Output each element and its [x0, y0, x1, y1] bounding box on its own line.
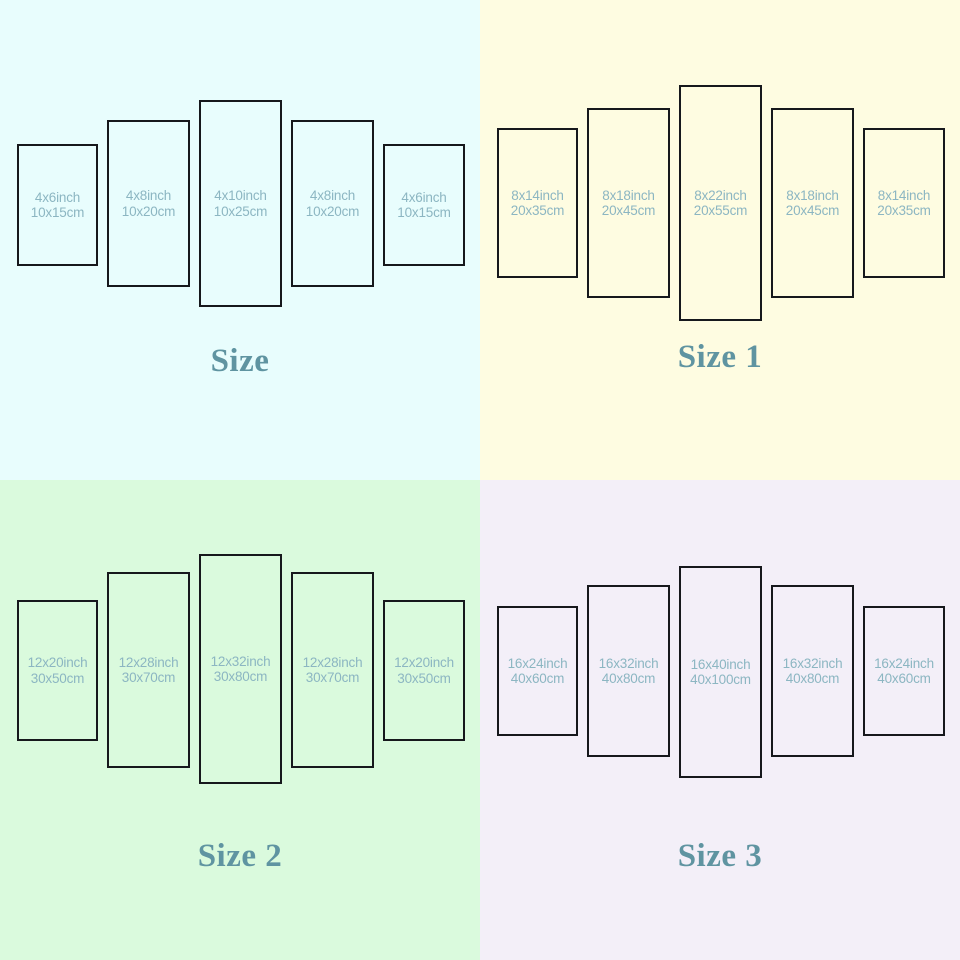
- panel-size-inch: 4x6inch: [401, 189, 447, 205]
- panel-size-inch: 8x14inch: [511, 187, 564, 203]
- panel-size-cm: 40x100cm: [690, 672, 751, 687]
- panel-size-cm: 30x50cm: [397, 670, 451, 686]
- panel-size-cm: 30x50cm: [30, 670, 85, 686]
- panel-size-cm: 40x60cm: [877, 671, 931, 686]
- panel-size-cm: 20x35cm: [877, 203, 931, 218]
- panel-size-cm: 10x20cm: [305, 203, 360, 219]
- panel-size-inch: 12x20inch: [394, 655, 454, 670]
- panel-size-inch: 16x32inch: [782, 655, 843, 671]
- size-option-title: Size: [210, 343, 270, 379]
- panel-size-inch: 16x40inch: [690, 656, 751, 672]
- panel-size-cm: 20x55cm: [693, 203, 748, 218]
- panel-size-inch: 8x22inch: [694, 187, 747, 203]
- panel-size-cm: 20x45cm: [601, 203, 656, 218]
- panel-size-cm: 40x60cm: [510, 671, 565, 686]
- panel-size-inch: 16x32inch: [598, 655, 659, 671]
- size-option-title: Size 1: [677, 339, 763, 375]
- panel-size-inch: 8x18inch: [786, 187, 839, 203]
- panel-size-inch: 12x28inch: [118, 654, 179, 670]
- panel-size-inch: 12x28inch: [302, 654, 363, 670]
- size-option-title: Size 2: [197, 838, 283, 874]
- panel-size-inch: 16x24inch: [874, 655, 934, 671]
- panel-size-cm: 20x35cm: [510, 203, 565, 218]
- panel-size-inch: 12x32inch: [210, 653, 271, 669]
- panel-size-cm: 30x80cm: [213, 669, 268, 684]
- panel-size-cm: 10x25cm: [213, 203, 268, 219]
- panel-size-inch: 8x14inch: [877, 187, 931, 203]
- panel-size-inch: 4x6inch: [34, 189, 81, 205]
- size-option-title: Size 3: [677, 838, 763, 874]
- panel-size-cm: 10x15cm: [30, 205, 85, 220]
- panel-size-inch: 4x8inch: [125, 188, 172, 203]
- panel-size-inch: 4x8inch: [309, 188, 356, 203]
- panel-size-cm: 20x45cm: [785, 203, 840, 218]
- panel-size-cm: 10x15cm: [397, 205, 451, 220]
- panel-size-inch: 4x10inch: [214, 188, 267, 203]
- panel-size-cm: 10x20cm: [121, 203, 176, 219]
- panel-size-cm: 40x80cm: [785, 671, 840, 686]
- panel-size-cm: 40x80cm: [601, 671, 656, 686]
- panel-size-inch: 8x18inch: [602, 187, 655, 203]
- panel-size-cm: 30x70cm: [121, 670, 176, 685]
- panel-size-inch: 16x24inch: [507, 655, 568, 671]
- panel-size-cm: 30x70cm: [305, 670, 360, 685]
- panel-size-inch: 12x20inch: [27, 655, 88, 670]
